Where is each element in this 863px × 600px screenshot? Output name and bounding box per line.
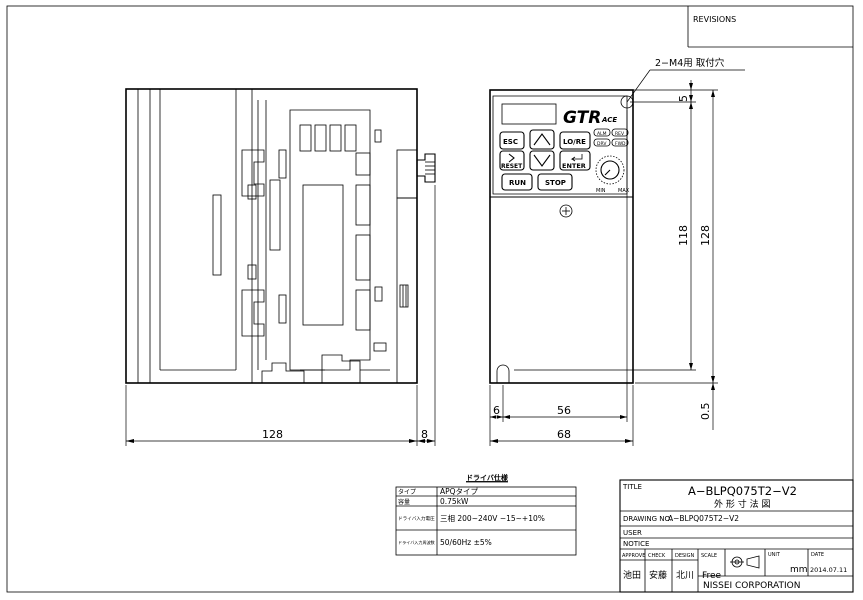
brand-logo: GTR	[563, 108, 601, 128]
dim-side-extra: 8	[421, 428, 428, 441]
run-key[interactable]	[501, 173, 533, 191]
spec-value-frequency: 50/60Hz ±5%	[440, 538, 492, 547]
shift-right-icon	[508, 153, 515, 163]
revisions-label: REVISIONS	[693, 15, 736, 24]
date-value: 2014.07.11	[810, 566, 847, 574]
rev-indicator	[611, 128, 629, 137]
side-dimensions: 128 8	[125, 185, 436, 446]
enter-key[interactable]	[559, 150, 591, 171]
projection-symbol-icon	[730, 555, 760, 569]
approve-label: APPROVE	[622, 553, 645, 559]
mount-note: 2−M4用 取付穴	[626, 57, 745, 103]
fwd-indicator-label: FWD	[615, 141, 626, 147]
alm-indicator-label: ALM	[597, 131, 607, 137]
drv-indicator-label: DRV	[597, 141, 607, 147]
spec-label-capacity: 容量	[398, 498, 410, 506]
drv-indicator	[593, 138, 611, 147]
front-screw-icon	[559, 204, 573, 218]
revisions-box: REVISIONS	[687, 6, 853, 48]
dim-top-offset: 5	[677, 95, 690, 102]
stop-key-label: STOP	[545, 179, 566, 187]
scale-value: Free	[702, 571, 722, 581]
dim-side-depth: 128	[262, 428, 283, 441]
spec-value-type: APQタイプ	[440, 487, 479, 496]
spec-label-frequency: ドライバ入力周波数	[398, 539, 435, 545]
title-label: TITLE	[622, 483, 642, 491]
up-arrow-icon	[533, 133, 551, 146]
front-dimensions: 6 56 68 5 118 128 0.5	[489, 80, 718, 446]
approver-name: 池田	[623, 569, 641, 581]
checker-name: 安藤	[649, 569, 667, 581]
mount-slot-bottom	[496, 364, 510, 383]
reset-key-label: RESET	[501, 163, 523, 170]
dim-hole-edge: 6	[493, 404, 500, 417]
front-view: GTR ACE ESC LO/RE ALM REV DRV FWD RESET …	[489, 89, 634, 384]
speed-dial-knob[interactable]	[600, 160, 620, 180]
dim-total-height: 128	[699, 225, 712, 246]
spec-value-voltage: 三相 200~240V −15~+10%	[440, 513, 545, 523]
down-arrow-icon	[533, 154, 551, 167]
side-view	[125, 88, 436, 384]
user-label: USER	[623, 529, 642, 537]
drawing-no: A−BLPQ075T2−V2	[668, 514, 739, 523]
spec-table: ドライバ仕様 タイプ APQタイプ 容量 0.75kW ドライバ入力電圧 三相 …	[395, 473, 577, 556]
drawing-subtitle: 外 形 寸 法 図	[714, 498, 770, 510]
spec-label-type: タイプ	[398, 488, 416, 496]
dim-hole-height: 118	[677, 225, 690, 246]
rev-indicator-label: REV	[615, 131, 625, 137]
spec-value-capacity: 0.75kW	[440, 497, 469, 506]
date-label: DATE	[811, 552, 824, 558]
drawing-no-label: DRAWING NO.	[623, 515, 672, 523]
spec-label-voltage: ドライバ入力電圧	[398, 515, 435, 522]
dim-bottom-offset: 0.5	[699, 403, 712, 421]
esc-key-label: ESC	[503, 138, 518, 146]
check-label: CHECK	[648, 553, 666, 559]
speed-dial-scale	[595, 155, 625, 185]
up-key[interactable]	[529, 129, 555, 150]
lo-re-key-label: LO/RE	[563, 138, 586, 146]
alm-indicator	[593, 128, 611, 137]
esc-key[interactable]	[499, 131, 525, 150]
spec-table-title: ドライバ仕様	[466, 473, 509, 482]
run-key-label: RUN	[509, 179, 526, 187]
fwd-indicator	[611, 138, 629, 147]
drawing-title: A−BLPQ075T2−V2	[688, 484, 797, 498]
unit-label: UNIT	[768, 552, 781, 558]
sheet-border	[6, 5, 854, 593]
company-name: NISSEI CORPORATION	[703, 581, 800, 591]
scale-label: SCALE	[701, 553, 717, 559]
design-label: DESIGN	[675, 553, 695, 559]
lo-re-key[interactable]	[559, 131, 591, 150]
reset-key[interactable]	[499, 150, 525, 171]
down-key[interactable]	[529, 150, 555, 171]
display-window	[501, 103, 557, 125]
enter-icon	[570, 154, 583, 162]
dim-hole-pitch: 56	[557, 404, 571, 417]
brand-logo-suffix: ACE	[601, 116, 617, 124]
unit-value: mm	[790, 565, 808, 575]
mount-hole-note: 2−M4用 取付穴	[655, 57, 725, 69]
notice-label: NOTICE	[623, 540, 649, 548]
enter-key-label: ENTER	[562, 162, 586, 170]
title-block: TITLE A−BLPQ075T2−V2 外 形 寸 法 図 DRAWING N…	[619, 479, 854, 593]
dial-max-label: MAX	[618, 188, 630, 194]
dim-front-width: 68	[557, 428, 571, 441]
designer-name: 北川	[676, 570, 694, 581]
dial-min-label: MIN	[596, 188, 606, 194]
stop-key[interactable]	[537, 173, 573, 191]
